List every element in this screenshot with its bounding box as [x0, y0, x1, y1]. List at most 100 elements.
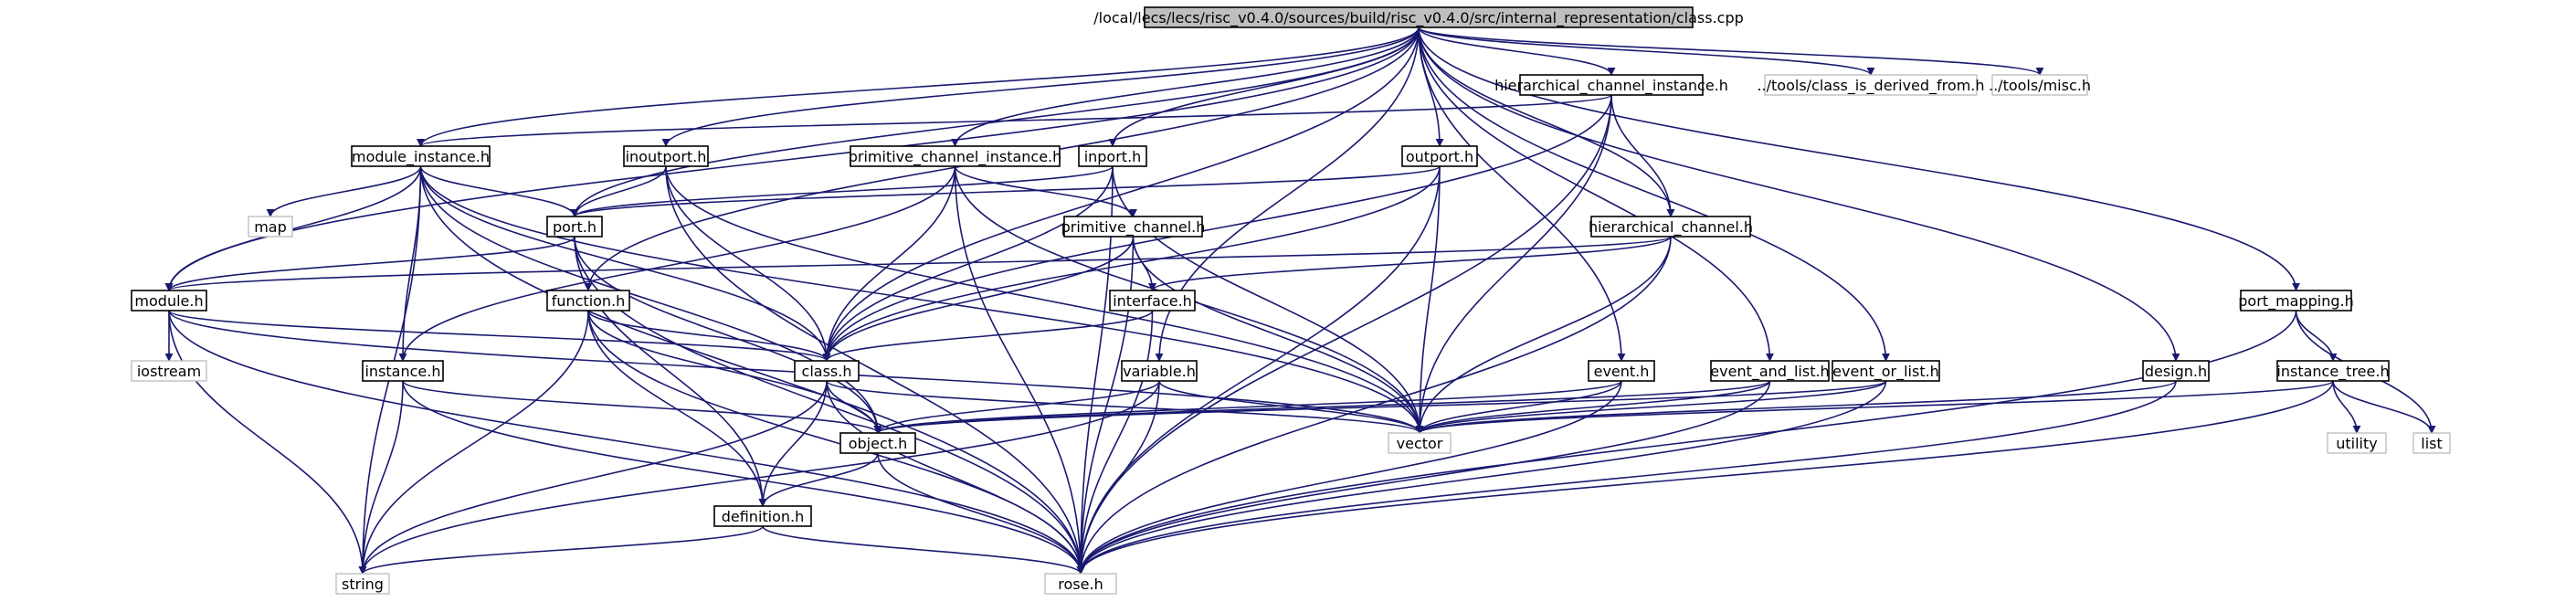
node-iostream: iostream	[131, 360, 207, 382]
edge-inoutport-to-class_h	[665, 165, 831, 362]
edge-instance-to-object	[402, 380, 882, 434]
node-box-root	[1144, 6, 1694, 28]
node-label-class_h: class.h	[802, 363, 852, 380]
edge-event_and_list-to-vector	[1415, 380, 1771, 434]
node-inoutport[interactable]: inoutport.h	[623, 145, 709, 167]
node-label-hci: hierarchical_channel_instance.h	[1494, 77, 1728, 95]
node-utility: utility	[2327, 432, 2387, 454]
node-box-class_h	[794, 360, 860, 382]
edge-variable-to-vector	[1158, 380, 1424, 434]
edge-event-to-object	[873, 380, 1622, 434]
edge-module-to-string	[168, 310, 367, 575]
node-label-vector: vector	[1397, 435, 1443, 452]
node-box-design	[2142, 360, 2210, 382]
edge-primitive_channel-to-class_h	[822, 236, 1135, 362]
edge-root-to-pci	[951, 26, 1420, 147]
node-label-inoutport: inoutport.h	[626, 148, 707, 165]
node-design[interactable]: design.h	[2142, 360, 2210, 382]
edge-root-to-misc	[1418, 26, 2044, 76]
node-module_instance[interactable]: module_instance.h	[351, 145, 491, 167]
node-instance_tree[interactable]: instance_tree.h	[2276, 360, 2390, 382]
node-event[interactable]: event.h	[1588, 360, 1655, 382]
node-label-list: list	[2421, 435, 2443, 452]
node-label-design: design.h	[2145, 363, 2207, 380]
edge-hci-to-class_h	[822, 94, 1612, 362]
edge-object-to-definition	[758, 452, 879, 507]
node-event_and_list[interactable]: event_and_list.h	[1710, 360, 1830, 382]
node-class_h[interactable]: class.h	[794, 360, 860, 382]
node-label-instance_tree: instance_tree.h	[2276, 363, 2389, 381]
edge-inoutport-to-rose	[665, 165, 1085, 575]
node-label-iostream: iostream	[137, 363, 201, 380]
node-label-port_mapping: port_mapping.h	[2238, 292, 2353, 311]
node-primitive_channel[interactable]: primitive_channel.h	[1061, 216, 1206, 238]
edge-variable-to-object	[873, 380, 1160, 434]
node-object[interactable]: object.h	[839, 432, 916, 454]
node-inport[interactable]: inport.h	[1078, 145, 1147, 167]
edge-instance_tree-to-utility	[2332, 380, 2361, 434]
edge-instance_tree-to-list	[2332, 380, 2436, 434]
edge-interface-to-rose	[1076, 310, 1154, 575]
edge-root-to-class_derived	[1418, 26, 1875, 76]
graph-edges	[164, 26, 2436, 575]
edge-pci-to-instance	[398, 165, 956, 362]
node-label-outport: outport.h	[1406, 148, 1473, 165]
node-instance[interactable]: instance.h	[362, 360, 444, 382]
node-variable[interactable]: variable.h	[1121, 360, 1198, 382]
node-class_derived: ../tools/class_is_derived_from.h	[1757, 74, 1985, 96]
edge-port_mapping-to-rose	[1076, 310, 2297, 575]
graph-nodes: /local/lecs/lecs/risc_v0.4.0/sources/bui…	[131, 6, 2451, 595]
node-label-object: object.h	[849, 435, 908, 452]
node-label-module_instance: module_instance.h	[352, 148, 490, 166]
node-box-iostream	[131, 360, 207, 382]
node-hci[interactable]: hierarchical_channel_instance.h	[1494, 74, 1728, 96]
node-hier_channel[interactable]: hierarchical_channel.h	[1589, 216, 1753, 238]
node-box-string	[335, 573, 390, 595]
edge-hier_channel-to-module	[165, 236, 1672, 291]
edge-class_h-to-definition	[758, 380, 828, 507]
edge-module_instance-to-object	[419, 165, 882, 434]
edge-event_or_list-to-object	[873, 380, 1887, 434]
edge-root-to-port_mapping	[1418, 26, 2300, 291]
node-box-utility	[2327, 432, 2387, 454]
node-port_mapping[interactable]: port_mapping.h	[2238, 290, 2354, 312]
node-box-event	[1588, 360, 1655, 382]
edge-module_instance-to-module	[164, 165, 422, 291]
edge-class_h-to-string	[358, 380, 828, 575]
node-label-string: string	[342, 576, 384, 593]
edge-module_instance-to-vector	[419, 165, 1424, 434]
node-box-outport	[1401, 145, 1478, 167]
node-box-primitive_channel	[1063, 216, 1203, 238]
node-label-pci: primitive_channel_instance.h	[849, 148, 1062, 166]
node-module[interactable]: module.h	[131, 290, 207, 312]
edge-root-to-design	[1418, 26, 2180, 362]
node-pci[interactable]: primitive_channel_instance.h	[849, 145, 1062, 167]
node-label-rose: rose.h	[1058, 576, 1103, 593]
node-outport[interactable]: outport.h	[1401, 145, 1478, 167]
node-box-definition	[713, 505, 812, 527]
edge-variable-to-rose	[1076, 380, 1160, 575]
node-definition[interactable]: definition.h	[713, 505, 812, 527]
node-vector: vector	[1388, 432, 1452, 454]
node-box-rose	[1044, 573, 1117, 595]
node-label-instance: instance.h	[364, 363, 440, 380]
node-function[interactable]: function.h	[546, 290, 630, 312]
edge-root-to-hci	[1418, 26, 1616, 76]
node-box-module	[131, 290, 207, 312]
node-root[interactable]: /local/lecs/lecs/risc_v0.4.0/sources/bui…	[1093, 6, 1744, 28]
node-port[interactable]: port.h	[546, 216, 603, 238]
edge-outport-to-vector	[1415, 165, 1441, 434]
edge-event_or_list-to-vector	[1415, 380, 1887, 434]
node-box-class_derived	[1764, 74, 1978, 96]
node-box-map	[248, 216, 293, 238]
node-label-utility: utility	[2336, 435, 2378, 452]
edge-instance_tree-to-vector	[1415, 380, 2334, 434]
node-event_or_list[interactable]: event_or_list.h	[1832, 360, 1940, 382]
edge-hci-to-vector	[1415, 94, 1612, 434]
edge-function-to-string	[358, 310, 589, 575]
node-interface[interactable]: interface.h	[1109, 290, 1196, 312]
node-box-misc	[1991, 74, 2088, 96]
edge-class_h-to-vector	[826, 380, 1424, 434]
node-box-function	[546, 290, 630, 312]
